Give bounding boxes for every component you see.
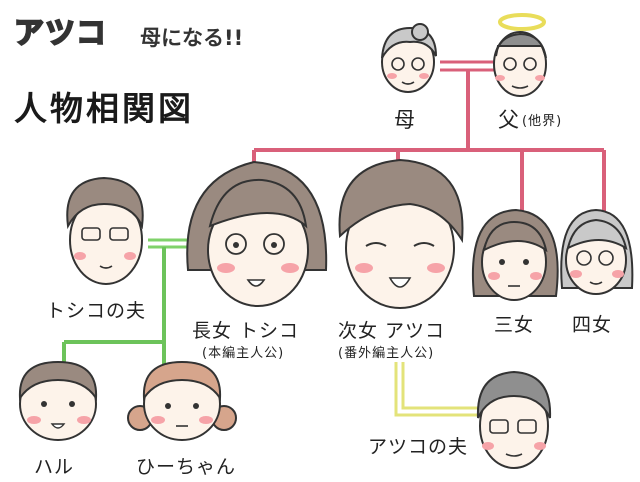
family-lines <box>62 60 606 417</box>
label-second-note: (番外編主人公) <box>338 346 435 361</box>
parents-link <box>440 60 496 72</box>
series-logo: アツコ <box>13 15 107 52</box>
atsuko-husband-face <box>476 370 552 469</box>
label-child1: ハル <box>34 456 75 478</box>
child1-face <box>18 360 98 441</box>
label-father: 父 <box>498 108 521 132</box>
label-eldest-note: (本編主人公) <box>202 346 285 361</box>
label-mother: 母 <box>394 108 417 132</box>
label-fourth: 四女 <box>572 314 613 336</box>
label-atsuko-husband: アツコの夫 <box>368 436 469 458</box>
atsuko-couple-link <box>394 362 488 417</box>
label-third: 三女 <box>494 314 535 336</box>
eldest-face <box>186 160 328 307</box>
father-face <box>493 13 547 97</box>
child2-face <box>127 360 237 441</box>
fourth-face <box>560 208 634 295</box>
label-second: 次女 アツコ <box>338 320 446 342</box>
toshiko-husband-face <box>66 176 144 285</box>
label-father-note: (他界) <box>522 114 563 129</box>
label-toshiko-husband: トシコの夫 <box>46 300 147 322</box>
page-title: 人物相関図 <box>14 89 194 128</box>
label-child2: ひーちゃん <box>136 456 237 478</box>
label-eldest: 長女 トシコ <box>192 320 300 342</box>
series-logo-subtitle: 母になる!! <box>140 26 244 50</box>
second-face <box>338 158 464 309</box>
third-face <box>471 208 559 301</box>
mother-face <box>381 23 437 93</box>
